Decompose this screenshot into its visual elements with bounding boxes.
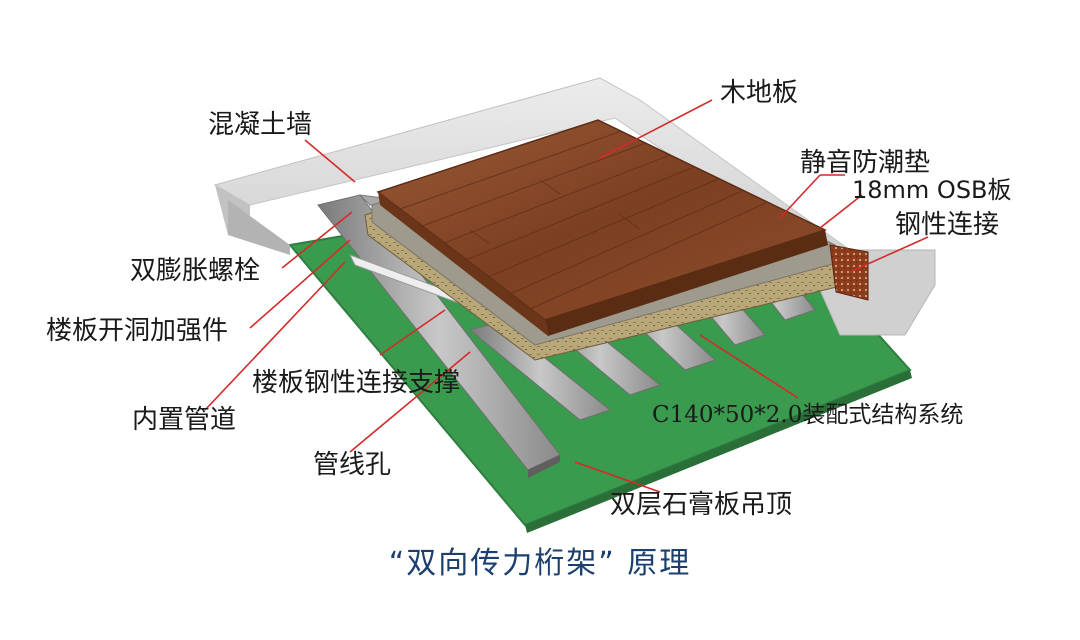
label-gypsum-ceiling: 双层石膏板吊顶 <box>610 490 793 520</box>
leader-osb <box>819 194 863 229</box>
label-concrete-wall: 混凝土墙 <box>208 110 313 140</box>
wood-floor-side <box>545 230 828 336</box>
diagram-caption: “双向传力桁架” 原理 <box>388 546 692 581</box>
wood-plank-lines <box>399 130 767 310</box>
label-expansion-bolt: 双膨胀螺栓 <box>130 256 261 286</box>
gypsum-ceiling-edge <box>525 370 912 533</box>
label-embedded-pipe: 内置管道 <box>132 405 237 435</box>
label-floor-opening-reinforcement: 楼板开洞加强件 <box>46 316 229 346</box>
concrete-wall-front-face <box>228 200 290 255</box>
leader-embedded-pipe <box>204 261 346 411</box>
label-floor-steel-brace: 楼板钢性连接支撑 <box>252 368 461 398</box>
leader-concrete-wall <box>304 139 356 183</box>
leader-floor-opening <box>249 239 351 329</box>
leader-floor-brace <box>379 309 446 356</box>
leader-prefab-structure <box>699 334 799 399</box>
label-cable-hole: 管线孔 <box>313 450 392 480</box>
leader-acoustic-pad-2 <box>779 174 821 219</box>
leader-wood-floor <box>599 99 713 159</box>
leader-gypsum-ceiling <box>574 461 661 493</box>
wood-floor-side-left <box>378 192 548 336</box>
label-steel-connection: 钢性连接 <box>895 210 1000 240</box>
leader-steel-connection <box>849 236 929 273</box>
label-osb-board: 18mm OSB板 <box>852 176 1012 204</box>
leader-cable-hole <box>349 351 471 453</box>
label-prefab-structure: C140*50*2.0装配式结构系统 <box>652 402 964 428</box>
steel-connection-block <box>829 244 869 301</box>
leader-expansion-bolt <box>281 211 353 269</box>
label-acoustic-moisture-pad: 静音防潮垫 <box>800 148 931 178</box>
leader-lines <box>204 99 929 493</box>
label-wood-floor: 木地板 <box>720 78 799 108</box>
